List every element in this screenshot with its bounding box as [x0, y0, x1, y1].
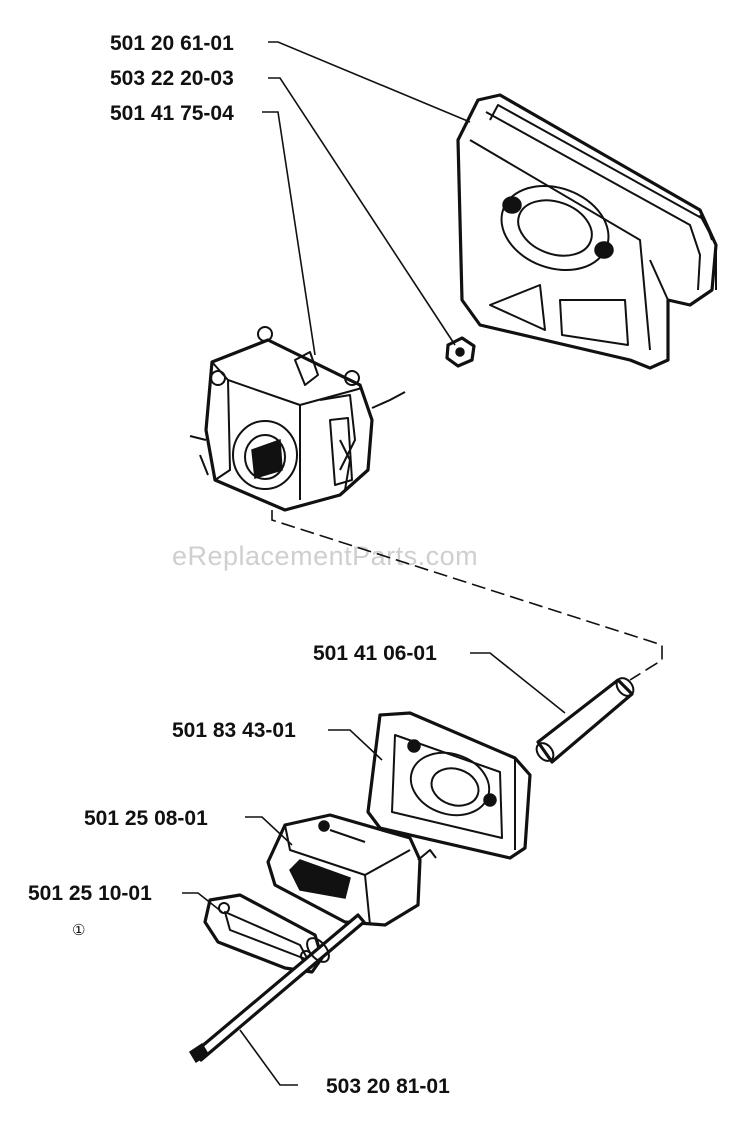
label-throttle-rod: 503 20 81-01 [326, 1075, 450, 1098]
label-intake-gasket: 501 25 10-01 [28, 882, 152, 905]
label-intake-adapter: 501 25 08-01 [84, 807, 208, 830]
carb-gasket-drawing [366, 711, 532, 860]
throttle-rod-drawing [188, 913, 366, 1064]
label-filter-nut: 503 22 20-03 [110, 67, 234, 90]
label-carb-gasket: 501 83 43-01 [172, 719, 296, 742]
fuel-hose-drawing [535, 677, 635, 764]
label-fuel-hose: 501 41 06-01 [313, 642, 437, 665]
air-filter-drawing [456, 93, 718, 370]
note-symbol: ① [72, 921, 85, 939]
carburetor-drawing [189, 326, 406, 512]
leader-lines [182, 41, 566, 1086]
intake-adapter-drawing [266, 813, 437, 927]
filter-nut-drawing [445, 336, 476, 368]
label-carburetor: 501 41 75-04 [110, 102, 234, 125]
watermark-text: eReplacementParts.com [172, 541, 478, 571]
label-air-filter: 501 20 61-01 [110, 32, 234, 55]
assembly-dashed-line [271, 510, 663, 681]
